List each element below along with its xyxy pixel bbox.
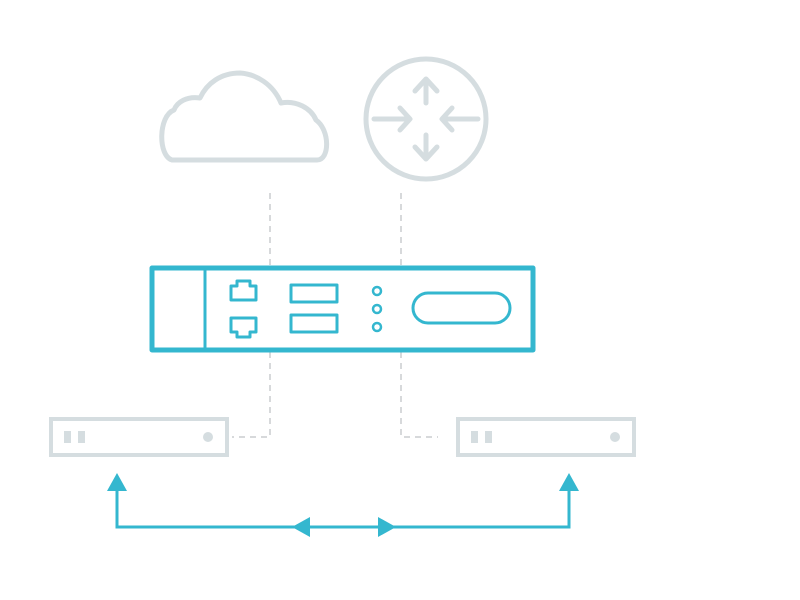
ethernet-port-top <box>229 279 258 302</box>
server-left-power-led <box>203 432 213 442</box>
arrow-up-left-icon <box>107 473 127 491</box>
router-icon <box>363 56 489 182</box>
server-right-power-led <box>610 432 620 442</box>
arrow-right-icon <box>378 517 396 537</box>
link-appliance-left-server <box>232 352 271 438</box>
server-sync-arrows <box>107 473 579 537</box>
cloud-icon <box>159 70 330 163</box>
server-icon-right <box>456 417 636 457</box>
server-right-chassis <box>456 417 636 457</box>
server-right-slot-2 <box>485 431 492 443</box>
display-panel <box>411 291 512 325</box>
server-left-chassis <box>49 417 229 457</box>
appliance-chassis <box>149 265 536 353</box>
usb-slot-top <box>289 283 339 304</box>
arrow-up-right-icon <box>559 473 579 491</box>
server-icon-left <box>49 417 229 457</box>
ethernet-port-bottom <box>229 316 258 339</box>
led-indicator-2 <box>371 303 383 315</box>
server-right-slot-1 <box>471 431 478 443</box>
usb-slot-bottom <box>289 313 339 334</box>
link-appliance-right-server <box>400 352 438 438</box>
dashed-connectors <box>232 193 438 438</box>
server-left-slot-1 <box>64 431 71 443</box>
arrow-left-icon <box>292 517 310 537</box>
led-indicator-3 <box>371 321 383 333</box>
server-left-slot-2 <box>78 431 85 443</box>
sync-connector-line <box>115 490 571 529</box>
network-appliance-icon <box>149 265 536 353</box>
led-indicator-1 <box>371 285 383 297</box>
